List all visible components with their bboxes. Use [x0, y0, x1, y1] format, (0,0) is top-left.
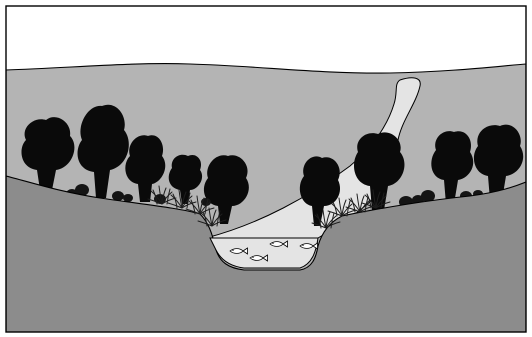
stream-cross-section-illustration [0, 0, 532, 337]
illustration-canvas [0, 0, 532, 337]
